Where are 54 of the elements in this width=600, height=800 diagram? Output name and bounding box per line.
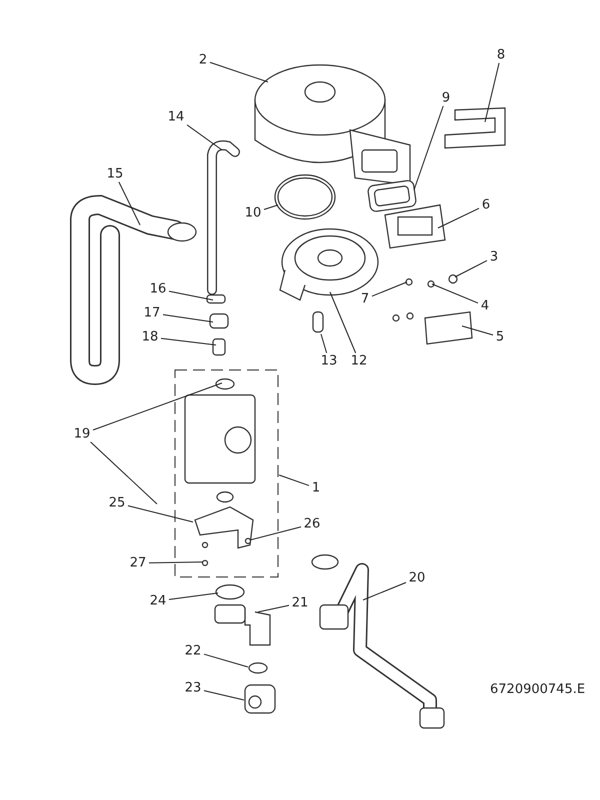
callout-number: 24 (150, 594, 166, 608)
callout-number: 14 (168, 110, 184, 124)
drawing-number: 6720900745.E (490, 681, 586, 699)
callout-number: 9 (442, 92, 450, 104)
callout-number: 27 (130, 556, 146, 570)
leader-line (362, 582, 406, 600)
callout-number: 17 (144, 306, 160, 320)
callout-number: 25 (108, 496, 126, 510)
leader-line (186, 124, 222, 150)
callout-number: 19 (74, 428, 90, 440)
leader-line (278, 474, 310, 486)
callout-number: 10 (244, 206, 262, 220)
callout-number: 7 (360, 292, 370, 306)
leader-line (148, 562, 204, 564)
leader-line (90, 442, 158, 504)
callout-number: 26 (304, 518, 320, 530)
leader-line (92, 382, 222, 430)
leader-line (204, 654, 248, 668)
leader-line (432, 284, 478, 304)
callout-number: 21 (292, 596, 308, 610)
leader-line (414, 106, 444, 190)
leader-line (250, 526, 302, 540)
leader-line (210, 62, 268, 82)
leader-line (128, 505, 194, 522)
callout-number: 15 (106, 168, 124, 180)
callout-number: 22 (184, 644, 202, 658)
leader-line (438, 208, 480, 228)
leader-line (160, 338, 216, 346)
callout-number: 20 (408, 572, 426, 584)
leader-line (330, 292, 356, 354)
callout-number: 8 (496, 48, 506, 62)
callout-number: 3 (490, 250, 498, 264)
leader-line (372, 282, 408, 297)
callout-number: 4 (480, 300, 490, 312)
callout-number: 16 (150, 282, 166, 296)
leader-line (162, 314, 214, 322)
leader-line (168, 592, 218, 600)
callout-number: 13 (320, 354, 338, 368)
leader-line (168, 290, 214, 300)
leader-line (484, 62, 500, 122)
callout-number: 12 (350, 354, 368, 368)
leader-line (454, 260, 488, 278)
leader-line (462, 326, 494, 336)
callout-number: 18 (142, 330, 158, 344)
callout-number: 6 (482, 198, 490, 212)
leader-line (258, 604, 290, 612)
leader-line (264, 204, 278, 210)
callout-number: 2 (198, 54, 208, 66)
leader-line (320, 334, 328, 354)
callout-number: 1 (312, 482, 320, 494)
callout-number: 5 (496, 330, 504, 344)
leader-line (204, 690, 244, 700)
callout-number: 23 (184, 682, 202, 694)
leader-line (118, 182, 140, 226)
